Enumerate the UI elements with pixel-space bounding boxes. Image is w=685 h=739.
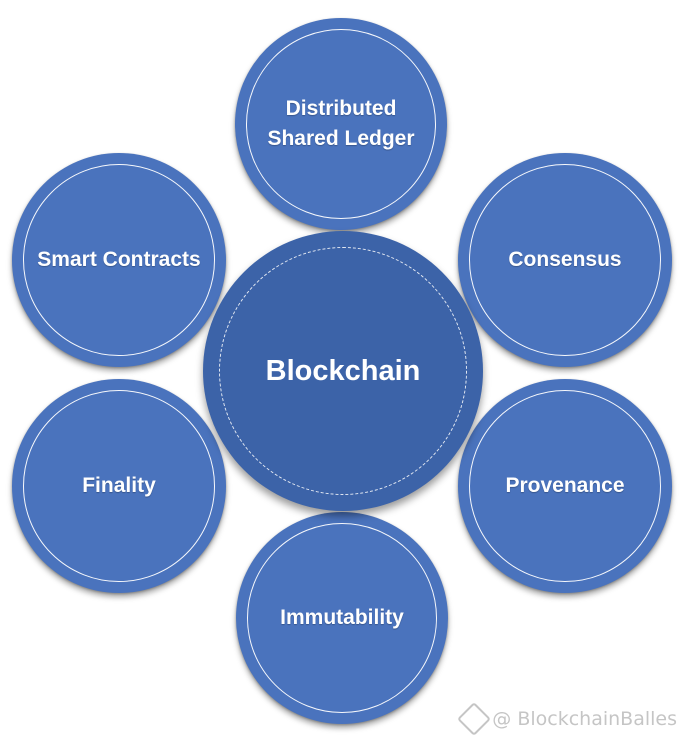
node-smart-contracts: Smart Contracts — [12, 153, 226, 367]
node-finality: Finality — [12, 379, 226, 593]
node-label: Smart Contracts — [37, 248, 201, 271]
node-label: Finality — [82, 474, 156, 497]
node-label: Distributed Shared Ledger — [267, 97, 415, 150]
center-label: Blockchain — [265, 354, 421, 387]
node-label: Immutability — [280, 606, 404, 629]
node-label: Consensus — [508, 248, 622, 271]
node-provenance: Provenance — [458, 379, 672, 593]
logo-icon — [457, 702, 492, 736]
watermark-text: @ BlockchainBalles — [492, 708, 677, 730]
node-distributed-shared-ledger: Distributed Shared Ledger — [235, 18, 447, 230]
node-label: Provenance — [505, 474, 625, 497]
node-consensus: Consensus — [458, 153, 672, 367]
watermark: @ BlockchainBalles — [457, 702, 677, 736]
center-node-blockchain: Blockchain — [203, 231, 483, 511]
node-immutability: Immutability — [236, 512, 448, 724]
